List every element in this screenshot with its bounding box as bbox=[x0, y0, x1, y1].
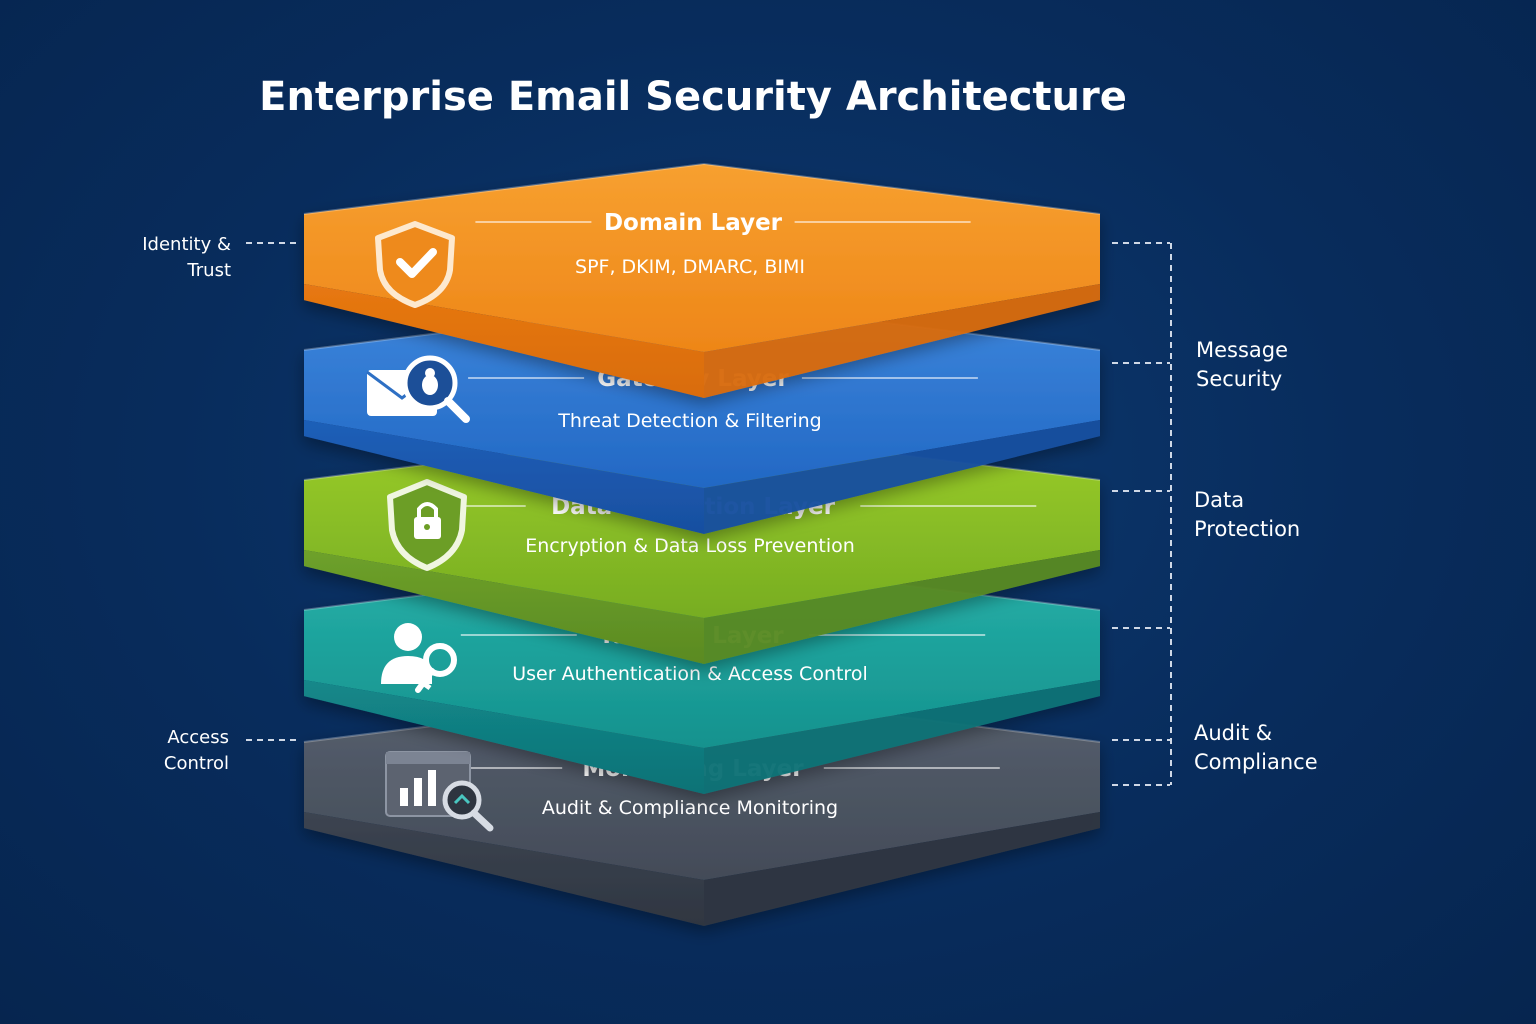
connector-lines bbox=[246, 242, 1172, 786]
layer-front-left-face bbox=[304, 680, 704, 794]
right-label-3: Audit &Compliance bbox=[1194, 721, 1318, 774]
left-label-1: Identity &Trust bbox=[142, 234, 231, 281]
layer-top-face bbox=[304, 164, 1100, 352]
mail-bug-search-icon bbox=[366, 355, 470, 423]
layer-front-right-face bbox=[704, 284, 1100, 398]
user-key-icon bbox=[381, 623, 457, 693]
layer-subtitle: User Authentication & Access Control bbox=[512, 663, 867, 685]
layer-front-right-face bbox=[704, 420, 1100, 534]
layer-title: Domain Layer bbox=[604, 210, 783, 236]
layer-subtitle: Encryption & Data Loss Prevention bbox=[525, 535, 855, 557]
layer-front-left-face bbox=[304, 550, 704, 664]
layer-front-right-face bbox=[704, 812, 1100, 926]
shield-check-icon bbox=[375, 221, 455, 308]
layer-front-right-face bbox=[704, 550, 1100, 664]
page-title: Enterprise Email Security Architecture bbox=[259, 74, 1127, 120]
layer-front-right-face bbox=[704, 680, 1100, 794]
layer-front-left-face bbox=[304, 812, 704, 926]
layer-front-left-face bbox=[304, 284, 704, 398]
layer-subtitle: Audit & Compliance Monitoring bbox=[542, 797, 838, 819]
shield-lock-icon bbox=[387, 479, 467, 571]
chart-search-icon bbox=[385, 751, 494, 832]
layer-front-left-face bbox=[304, 420, 704, 534]
layer-subtitle: Threat Detection & Filtering bbox=[557, 410, 822, 432]
layer-subtitle: SPF, DKIM, DMARC, BIMI bbox=[575, 256, 805, 278]
layer-stack: Monitoring LayerAudit & Compliance Monit… bbox=[303, 162, 1101, 926]
layer-ridge-highlight bbox=[303, 162, 1101, 215]
